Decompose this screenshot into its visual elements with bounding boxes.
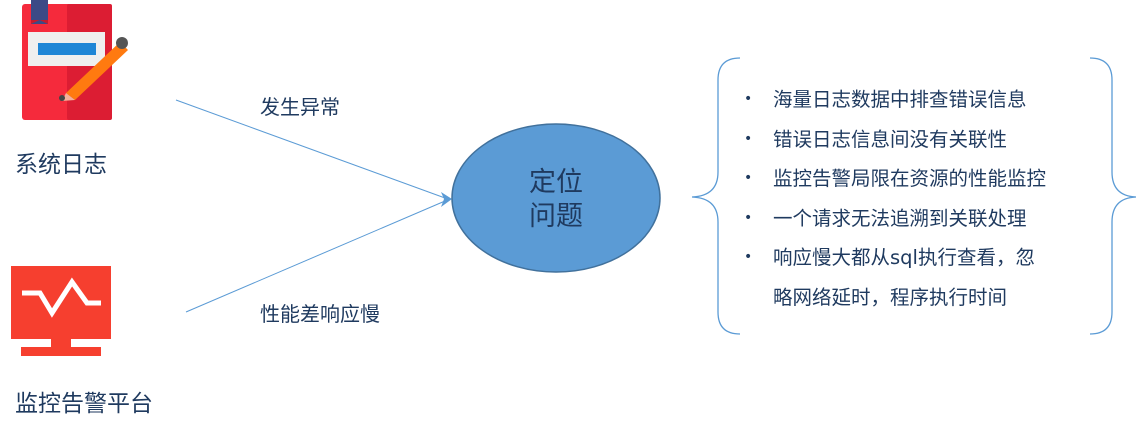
edge-line-performance <box>185 200 446 313</box>
bullet: • <box>744 249 753 265</box>
list-item-text: 海量日志数据中排查错误信息 <box>773 88 1027 111</box>
list-item-text: 监控告警局限在资源的性能监控 <box>773 167 1047 190</box>
list-item: • 一个请求无法追溯到关联处理 <box>740 199 1046 239</box>
bullet: • <box>744 170 753 186</box>
list-item-continuation: 略网络延时，程序执行时间 <box>740 278 1046 318</box>
bullet: • <box>744 209 753 226</box>
bullet: • <box>744 130 753 147</box>
bullet: • <box>744 91 753 107</box>
right-brace <box>1089 57 1136 335</box>
center-line2: 问题 <box>529 201 583 232</box>
list-item-text: 一个请求无法追溯到关联处理 <box>773 206 1027 230</box>
list-item: • 响应慢大都从sql执行查看，忽 <box>740 238 1046 278</box>
source-label-monitoring: 监控告警平台 <box>15 391 153 417</box>
list-item-text: 响应慢大都从sql执行查看，忽 <box>773 246 1035 269</box>
edge-label-exception: 发生异常 <box>260 95 340 119</box>
edge-line-exception <box>175 99 446 199</box>
list-item: • 错误日志信息间没有关联性 <box>740 120 1046 160</box>
arrowhead-icon <box>441 192 452 207</box>
notebook-pencil-icon <box>22 0 128 120</box>
center-line1: 定位 <box>529 167 583 198</box>
center-node <box>451 123 661 273</box>
list-item: • 海量日志数据中排查错误信息 <box>740 80 1046 120</box>
source-label-system-log: 系统日志 <box>15 152 107 178</box>
edge-label-performance: 性能差响应慢 <box>260 302 380 326</box>
list-item: • 监控告警局限在资源的性能监控 <box>740 159 1046 199</box>
center-node-label: 定位 问题 <box>506 166 606 234</box>
problem-list: • 海量日志数据中排查错误信息 • 错误日志信息间没有关联性 • 监控告警局限在资源的… <box>740 80 1046 317</box>
monitor-pulse-icon <box>11 266 111 356</box>
left-brace <box>691 57 741 335</box>
list-item-text: 略网络延时，程序执行时间 <box>773 285 1008 309</box>
list-item-text: 错误日志信息间没有关联性 <box>773 127 1008 151</box>
